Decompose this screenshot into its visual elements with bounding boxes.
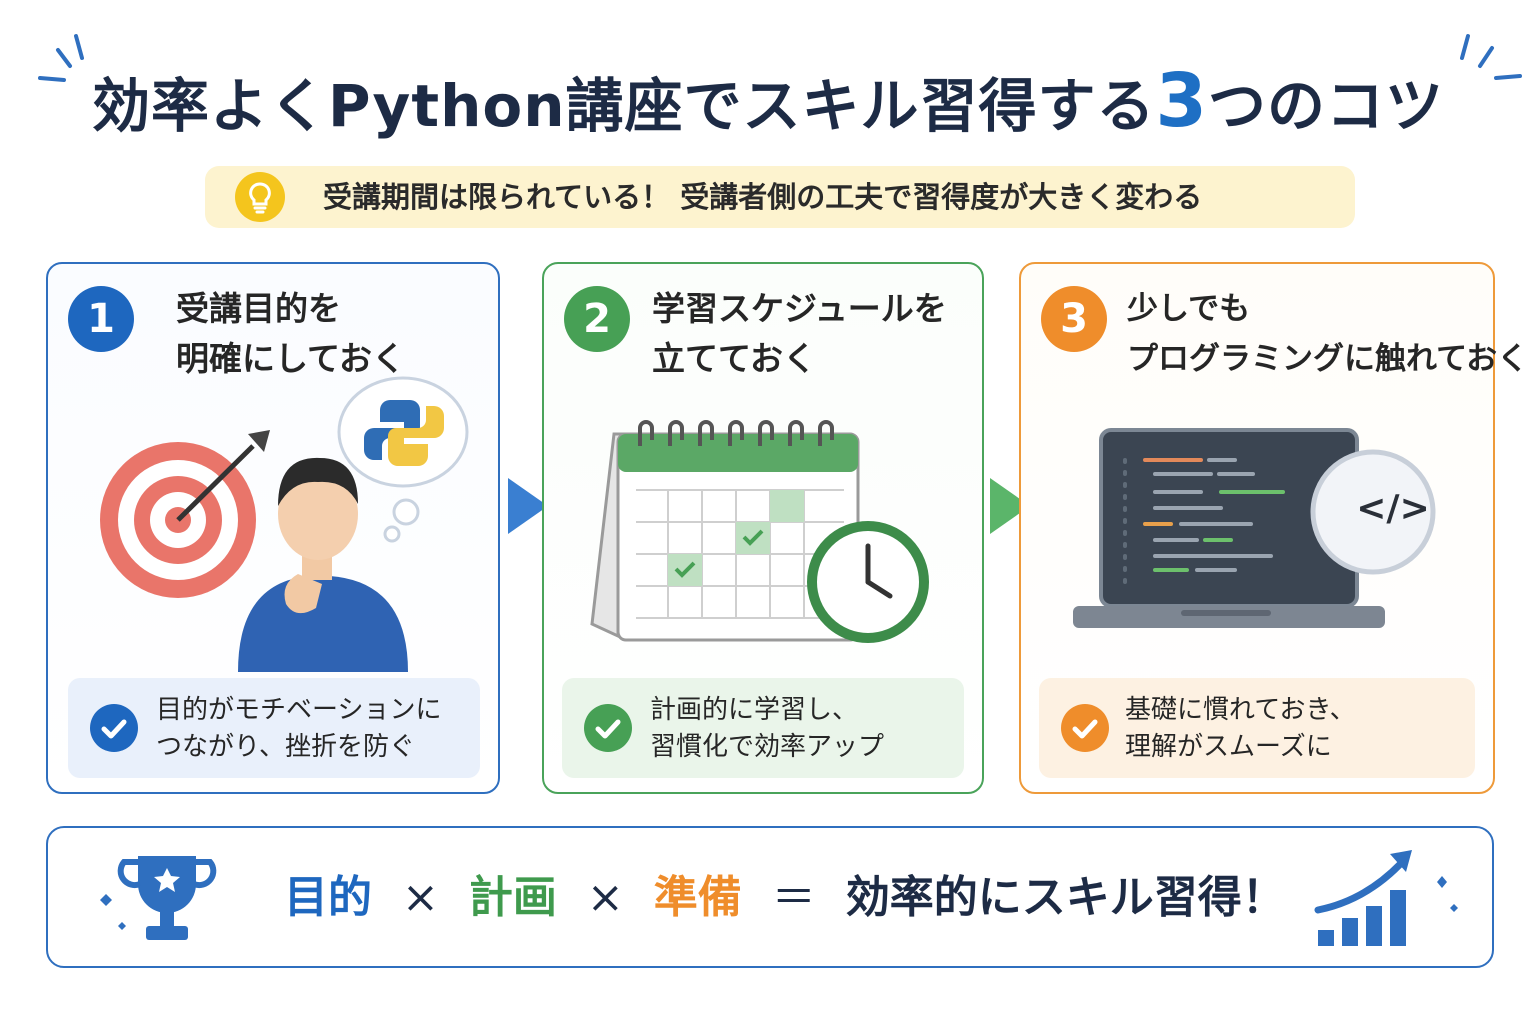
- lightbulb-icon: [235, 172, 285, 222]
- sparkle-right-icon: [1460, 34, 1522, 80]
- trophy-icon: [100, 856, 217, 940]
- growth-chart-icon: [1314, 850, 1458, 946]
- calendar-clock-illustration: [590, 420, 929, 643]
- step-heading: 少しでもプログラミングに触れておく: [1127, 291, 1529, 377]
- step-note: 基礎に慣れておき、理解がスムーズに: [1039, 678, 1475, 778]
- step-note-text: 目的がモチベーションにつながり、挫折を防ぐ: [156, 695, 442, 762]
- step-heading: 受講目的を明確にしておく: [176, 289, 406, 378]
- step-note: 計画的に学習し、習慣化で効率アップ: [562, 678, 964, 778]
- term-plan: 計画: [468, 872, 557, 923]
- step-card-2: 2 学習スケジュールを立てておく 計画的に学習: [542, 262, 984, 794]
- intro-banner: 受講期間は限られている！ 受講者側の工夫で習得度が大きく変わる: [205, 166, 1355, 228]
- summary-box: 目的×計画×準備＝効率的にスキル習得！: [46, 826, 1494, 968]
- banner-text: 受講期間は限られている！ 受講者側の工夫で習得度が大きく変わる: [323, 180, 1203, 214]
- title-number: 3: [1155, 58, 1209, 144]
- step-note-text: 計画的に学習し、習慣化で効率アップ: [650, 695, 885, 762]
- step-number-badge: 3: [1041, 286, 1107, 352]
- step-heading: 学習スケジュールを立てておく: [652, 289, 947, 378]
- step-number-badge: 1: [68, 286, 134, 352]
- check-icon: [1061, 704, 1109, 752]
- term-preparation: 準備: [653, 872, 742, 923]
- arrow-right-icon: [508, 478, 548, 534]
- step-note: 目的がモチベーションにつながり、挫折を防ぐ: [68, 678, 480, 778]
- step-card-1: 1 受講目的を明確にしておく 目的がモチベーションにつながり、挫折を防ぐ: [46, 262, 500, 794]
- step-note-text: 基礎に慣れておき、理解がスムーズに: [1125, 695, 1356, 762]
- term-purpose: 目的: [284, 872, 372, 923]
- step-card-3: 3 少しでもプログラミングに触れておく </> 基礎に慣れておき、理解がスムーズ…: [1019, 262, 1528, 794]
- code-tag-icon: </>: [1356, 488, 1430, 529]
- step-number-badge: 2: [564, 286, 630, 352]
- summary-result: 効率的にスキル習得！: [845, 872, 1286, 923]
- summary-formula: 目的×計画×準備＝効率的にスキル習得！: [284, 872, 1286, 923]
- check-icon: [90, 704, 138, 752]
- target-thinking-person-illustration: [100, 376, 469, 672]
- check-icon: [584, 704, 632, 752]
- sparkle-left-icon: [38, 34, 84, 82]
- page-title: 効率よくPython講座でスキル習得する3つのコツ: [91, 58, 1445, 144]
- laptop-code-illustration: [1073, 428, 1436, 628]
